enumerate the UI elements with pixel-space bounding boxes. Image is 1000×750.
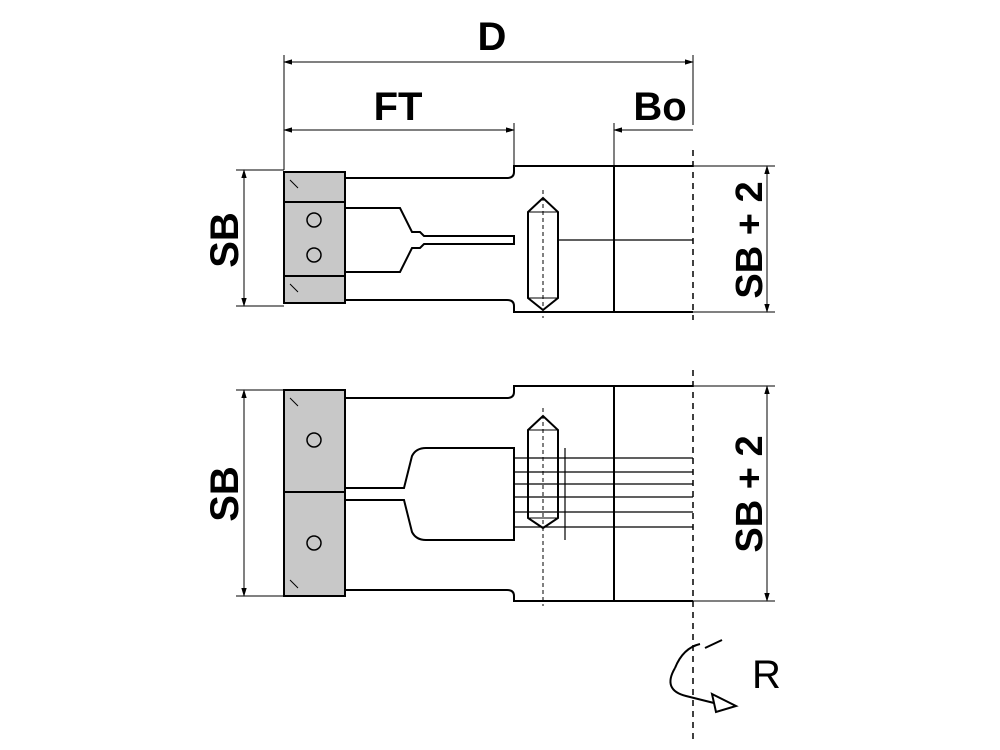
dimension-bo: Bo bbox=[613, 85, 693, 168]
bottom-view: SB SB + 2 bbox=[203, 370, 775, 740]
top-view: SB SB + 2 bbox=[203, 150, 775, 320]
top-dimension-sb-plus-2: SB + 2 bbox=[693, 165, 775, 313]
top-label-sb: SB bbox=[203, 212, 247, 268]
bottom-screw-hole bbox=[306, 535, 322, 551]
bottom-clamp-wedge bbox=[345, 447, 515, 541]
bottom-pin bbox=[527, 408, 559, 606]
bottom-knife-assembly bbox=[283, 389, 346, 597]
rotation-arrow-icon bbox=[710, 692, 739, 714]
bottom-screw-hole bbox=[306, 432, 322, 448]
bottom-label-sb-plus-2: SB + 2 bbox=[729, 435, 771, 552]
rotation-label-r: R bbox=[752, 653, 781, 697]
top-screw-hole bbox=[306, 212, 322, 228]
rotation-direction-symbol: R bbox=[669, 639, 781, 714]
top-knife-assembly bbox=[283, 171, 346, 304]
top-body-outline bbox=[345, 165, 693, 313]
dimension-ft: FT bbox=[283, 85, 515, 168]
top-pin bbox=[527, 190, 559, 318]
dimension-label-bo: Bo bbox=[633, 85, 686, 129]
dimension-d: D bbox=[283, 15, 694, 170]
top-dimension-sb: SB bbox=[203, 169, 284, 307]
bottom-label-sb: SB bbox=[203, 466, 247, 522]
top-screw-hole bbox=[306, 247, 322, 263]
bottom-dimension-sb: SB bbox=[203, 389, 284, 597]
bottom-dimension-sb-plus-2: SB + 2 bbox=[693, 385, 775, 602]
bottom-body-outline bbox=[345, 385, 693, 602]
dimension-label-ft: FT bbox=[374, 85, 423, 129]
top-clamp-wedge bbox=[345, 207, 515, 273]
top-label-sb-plus-2: SB + 2 bbox=[729, 181, 771, 298]
dimension-label-d: D bbox=[478, 15, 507, 59]
